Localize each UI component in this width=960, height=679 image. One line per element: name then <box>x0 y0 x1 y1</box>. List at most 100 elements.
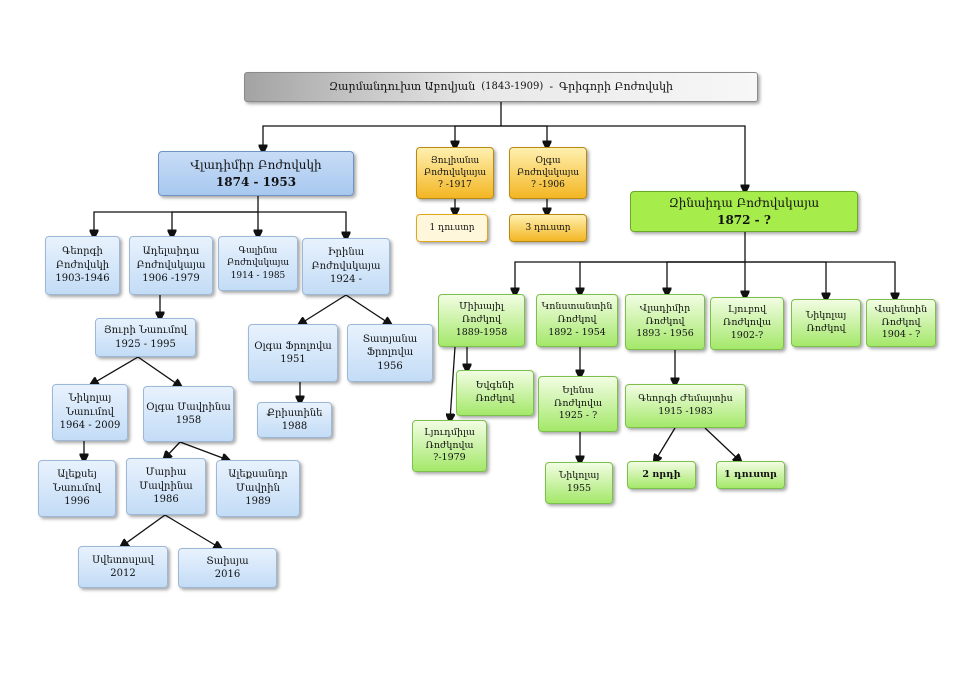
node-taisiya: Տաիսյա 2016 <box>178 548 277 588</box>
name: Վլադիմիր Բոժովսկի <box>190 158 322 173</box>
years: ? -1917 <box>438 180 472 191</box>
name: Գեորգի Ժեմայտիս <box>638 393 733 405</box>
years: 2012 <box>110 568 136 579</box>
years: 1903-1946 <box>55 273 110 285</box>
years: 2016 <box>214 569 241 580</box>
years: 1872 - ? <box>717 212 771 227</box>
years: ?-1979 <box>433 452 466 464</box>
root-dash: - <box>549 79 554 93</box>
name: Լյուբով Ռոժկովա <box>722 304 772 329</box>
name: Ադելաիդա Բոժովսկայա <box>136 246 206 271</box>
node-vladimir-bozhovski: Վլադիմիր Բոժովսկի 1874 - 1953 <box>158 151 354 196</box>
node-svyatoslav: Սվետոսլավ 2012 <box>78 546 168 588</box>
node-kristine: Քրիստինե 1988 <box>257 402 332 438</box>
name: Օլգա Ֆրոլովա <box>254 340 332 352</box>
years: 1889-1958 <box>455 326 508 338</box>
name: Օլգա Մավրինա <box>146 401 231 413</box>
label: 2 որդի <box>642 468 681 480</box>
node-georgi-bozhovski: Գեորգի Բոժովսկի 1903-1946 <box>45 236 120 295</box>
name: Գեորգի Բոժովսկի <box>55 246 110 271</box>
name: Իրինա Բոժովսկայա <box>311 247 381 272</box>
node-olga-bozhovskaya: Օլգա Բոժովսկայա ? -1906 <box>509 147 587 199</box>
name: Ելենա Ռոժկովա <box>553 384 603 409</box>
node-valentin-rozhkov: Վալենտին Ռոժկով 1904 - ? <box>866 299 936 347</box>
years: 1951 <box>280 354 306 365</box>
label: 1 դուստր <box>429 222 475 233</box>
years: 1956 <box>377 360 403 372</box>
label: 1 դուստր <box>724 468 777 480</box>
name: Նիկոլայ <box>558 470 600 482</box>
years: 1892 - 1954 <box>548 326 606 338</box>
name: Կոնստանտին Ռոժկով <box>541 301 613 326</box>
node-nikolay-1955: Նիկոլայ 1955 <box>545 462 613 504</box>
node-mariya-mavrina: Մարիա Մավրինա 1986 <box>126 458 206 515</box>
node-georgi-zhemaitis: Գեորգի Ժեմայտիս 1915 -1983 <box>625 384 746 428</box>
name: Եվգենի Ռոժկով <box>475 380 515 404</box>
node-galina: Գալինա Բոժովսկայա 1914 - 1985 <box>218 236 298 291</box>
name: Յուրի Նաումով <box>104 325 187 336</box>
node-nikolay-rozhkov: Նիկոլայ Ռոժկով <box>791 299 861 347</box>
years: 1989 <box>245 496 271 508</box>
node-mikhail-rozhkov: Միխայիլ Ռոժկով 1889-1958 <box>438 294 525 347</box>
years: 1874 - 1953 <box>215 174 297 189</box>
years: 1955 <box>566 483 592 494</box>
root-spouse: Գրիգորի Բոժովսկի <box>559 79 674 93</box>
node-yuliana: Յուլիանա Բոժովսկայա ? -1917 <box>416 147 494 199</box>
node-nikolay-naumov: Նիկոլայ Նաումով 1964 - 2009 <box>52 384 128 441</box>
node-zinaida: Զինաիդա Բոժովսկայա 1872 - ? <box>630 191 858 232</box>
node-evgeni-rozhkov: Եվգենի Ռոժկով <box>456 370 534 416</box>
node-olga-mavrina: Օլգա Մավրինա 1958 <box>143 386 234 442</box>
node-olga-frolova: Օլգա Ֆրոլովա 1951 <box>248 324 338 382</box>
label: 3 դուստր <box>525 222 571 233</box>
node-olga-daughters: 3 դուստր <box>509 214 587 242</box>
name: Զինաիդա Բոժովսկայա <box>668 196 820 211</box>
years: 1925 - ? <box>558 410 598 422</box>
years: 1902-? <box>730 329 764 341</box>
years: 1904 - ? <box>881 329 921 341</box>
years: 1958 <box>175 415 202 426</box>
root-name: Զարմանդուխտ Աբովյան <box>328 79 476 93</box>
name: Միխայիլ Ռոժկով <box>459 301 504 326</box>
name: Լյուդմիլա Ռոժկովա <box>424 426 475 451</box>
root-node-zarmanduxt: Զարմանդուխտ Աբովյան (1843-1909) - Գրիգոր… <box>244 72 758 102</box>
node-adelaida: Ադելաիդա Բոժովսկայա 1906 -1979 <box>129 236 213 295</box>
node-vladimir-rozhkov: Վլադիմիր Ռոժկով 1893 - 1956 <box>625 294 705 350</box>
years: 1924 - <box>329 274 362 286</box>
years: 1893 - 1956 <box>636 328 694 340</box>
node-lyudmila-rozhkova: Լյուդմիլա Ռոժկովա ?-1979 <box>412 420 487 472</box>
years: 1964 - 2009 <box>59 420 121 432</box>
years: 1914 - 1985 <box>230 270 286 281</box>
node-lyubov-rozhkova: Լյուբով Ռոժկովա 1902-? <box>710 297 784 350</box>
name: Ալեքսեյ Նաումով <box>53 469 101 494</box>
name: Մարիա Մավրինա <box>139 467 193 492</box>
years: 1996 <box>64 496 90 508</box>
name: Նիկոլայ Նաումով <box>66 393 114 418</box>
name: Տաիսյա <box>206 555 249 567</box>
name: Տատյանա Ֆրոլովա <box>362 333 418 359</box>
node-one-daughter: 1 դուստր <box>716 461 785 489</box>
node-aleksey-naumov: Ալեքսեյ Նաումով 1996 <box>38 460 116 517</box>
years: 1986 <box>153 494 179 506</box>
name: Նիկոլայ Ռոժկով <box>805 310 847 334</box>
name: Քրիստինե <box>266 407 323 419</box>
node-aleksandr-mavrin: Ալեքսանդր Մավրին 1989 <box>216 460 300 517</box>
node-tatyana-frolova: Տատյանա Ֆրոլովա 1956 <box>347 324 433 382</box>
node-yuliana-daughter: 1 դուստր <box>416 214 488 242</box>
node-elena-rozhkova: Ելենա Ռոժկովա 1925 - ? <box>538 376 618 432</box>
name: Օլգա Բոժովսկայա <box>517 155 579 178</box>
years: 1988 <box>281 421 308 432</box>
node-konstantin-rozhkov: Կոնստանտին Ռոժկով 1892 - 1954 <box>536 294 618 347</box>
name: Վալենտին Ռոժկով <box>874 303 928 328</box>
name: Սվետոսլավ <box>92 554 154 566</box>
name: Յուլիանա Բոժովսկայա <box>424 155 486 178</box>
node-irina: Իրինա Բոժովսկայա 1924 - <box>302 238 390 295</box>
years: 1915 -1983 <box>658 406 713 417</box>
years: 1906 -1979 <box>142 273 200 285</box>
name: Վլադիմիր Ռոժկով <box>639 302 691 327</box>
years: ? -1906 <box>531 180 565 191</box>
root-dates: (1843-1909) <box>481 81 544 93</box>
name: Ալեքսանդր Մավրին <box>228 469 288 494</box>
name: Գալինա Բոժովսկայա <box>227 246 289 269</box>
node-yuri-naumov: Յուրի Նաումով 1925 - 1995 <box>95 318 196 357</box>
